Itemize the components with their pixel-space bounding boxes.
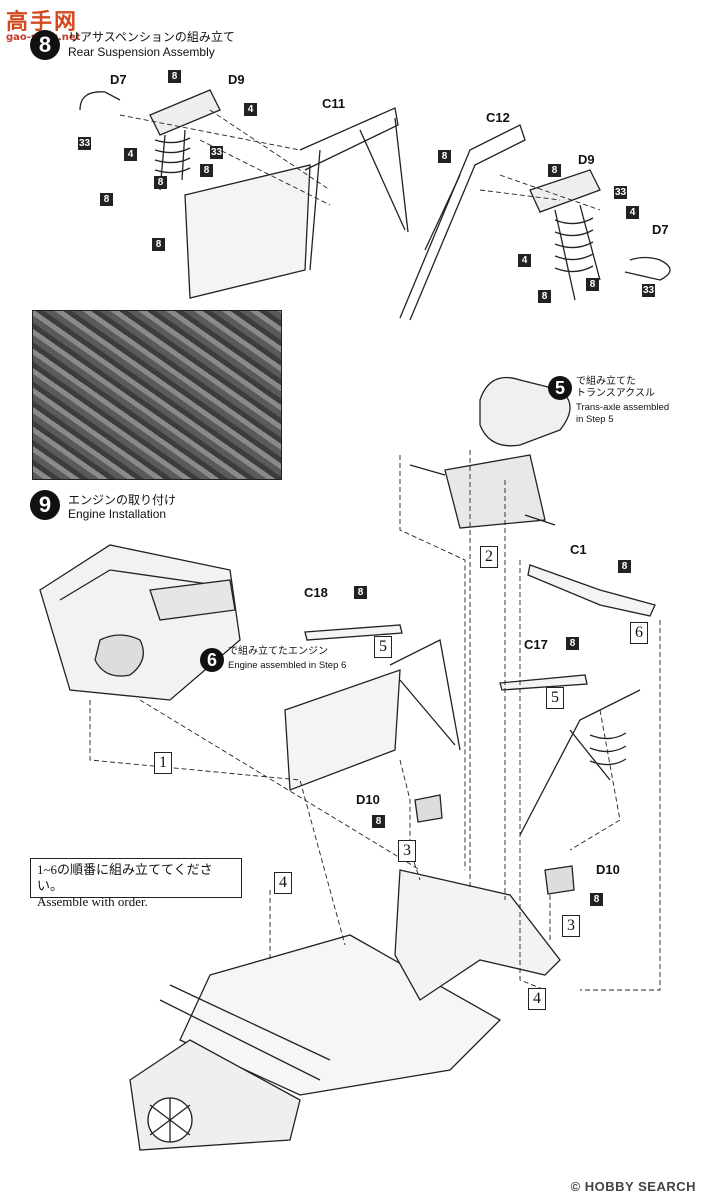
step8-number: 8 [30,30,60,60]
ref-step5-text-jp: で組み立てた トランスアクスル [576,376,655,399]
part-c1-label: C1 [570,542,587,557]
paint-badge: 8 [438,150,451,163]
paint-badge: 8 [566,637,579,650]
order-number-3: 3 [398,840,416,862]
paint-badge: 8 [618,560,631,573]
step9-number: 9 [30,490,60,520]
order-number-3: 3 [562,915,580,937]
paint-badge: 4 [244,103,257,116]
step9-title-en: Engine Installation [68,507,167,521]
paint-badge: 8 [200,164,213,177]
paint-badge: 4 [626,206,639,219]
paint-badge: 33 [210,146,223,159]
paint-badge: 4 [124,148,137,161]
step9-title-jp: エンジンの取り付け [68,493,177,507]
part-d10-label-b: D10 [596,862,620,877]
copyright-symbol: © [570,1179,581,1194]
order-number-4: 4 [528,988,546,1010]
part-c12-label: C12 [486,110,510,125]
order-number-5: 5 [374,636,392,658]
paint-badge: 8 [152,238,165,251]
order-number-4: 4 [274,872,292,894]
assembly-order-note: 1~6の順番に組み立ててください。 Assemble with order. [30,858,242,909]
order-number-1: 1 [154,752,172,774]
order-number-5: 5 [546,687,564,709]
paint-badge: 8 [354,586,367,599]
ref-step5-text-en: Trans-axle assembled in Step 5 [576,402,670,425]
ref-step5-number: 5 [548,376,572,400]
order-number-2: 2 [480,546,498,568]
part-c11-label: C11 [322,96,346,111]
footer-logo: © HOBBY SEARCH [571,1179,696,1194]
part-d10-label-a: D10 [356,792,380,807]
paint-badge: 8 [372,815,385,828]
order-number-6: 6 [630,622,648,644]
part-d7-right-label: D7 [652,222,669,237]
ref-step6-number: 6 [200,648,224,672]
part-d9-left-label: D9 [228,72,245,87]
paint-badge: 33 [642,284,655,297]
part-c17-label: C17 [524,637,548,652]
paint-badge: 8 [590,893,603,906]
paint-badge: 33 [78,137,91,150]
step8-title-jp: リアサスペンションの組み立て [68,30,235,44]
footer-logo-text: HOBBY SEARCH [584,1179,696,1194]
part-d9-right-label: D9 [578,152,595,167]
paint-badge: 8 [154,176,167,189]
paint-badge: 8 [538,290,551,303]
paint-badge: 8 [586,278,599,291]
step8-title-en: Rear Suspension Assembly [68,45,215,59]
note-text-en: Assemble with order. [37,894,148,909]
engine-bay-photo [32,310,282,480]
paint-badge: 8 [100,193,113,206]
paint-badge: 8 [548,164,561,177]
paint-badge: 4 [518,254,531,267]
ref-step6-text-jp: で組み立てたエンジン [228,646,328,657]
ref-step6-text-en: Engine assembled in Step 6 [228,660,347,671]
note-text-jp: 1~6の順番に組み立ててください。 [37,862,213,893]
part-c18-label: C18 [304,585,328,600]
paint-badge: 8 [168,70,181,83]
part-d7-left-label: D7 [110,72,127,87]
paint-badge: 33 [614,186,627,199]
